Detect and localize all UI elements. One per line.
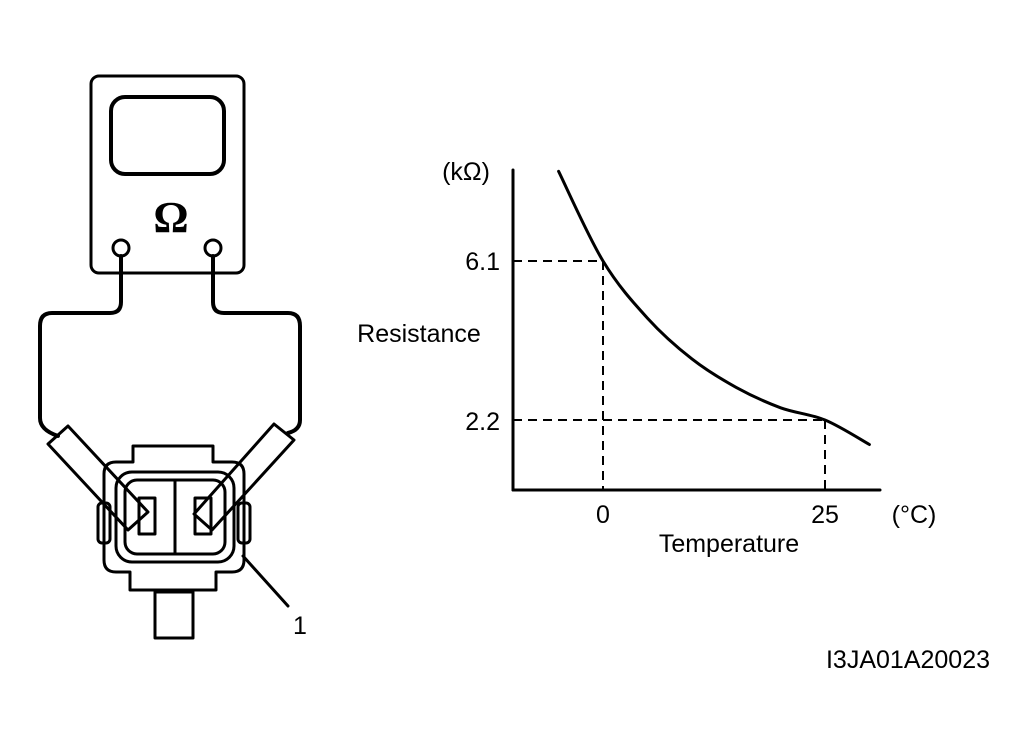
sensor-stem (153, 590, 195, 640)
connector-housing (102, 444, 246, 592)
reference-lines (513, 260, 826, 490)
left-probe (46, 424, 150, 532)
y-axis-label: Resistance (357, 320, 481, 348)
y-unit-label: (kΩ) (442, 158, 490, 186)
meter-terminal-left (111, 238, 131, 258)
x-unit-label: (°C) (892, 501, 937, 529)
callout-leader-line (241, 554, 290, 608)
meter-terminal-right (203, 238, 223, 258)
connector-latch-left (96, 501, 112, 545)
meter-body (89, 74, 246, 275)
x-axis-label: Temperature (659, 530, 799, 558)
meter-display (109, 95, 226, 176)
ohmmeter-icon: Ω (89, 74, 246, 275)
connector-latch-right (236, 501, 252, 545)
resistance-curve (557, 169, 871, 446)
x-tick-label-0: 0 (596, 501, 610, 529)
x-tick-label-25: 25 (811, 501, 839, 529)
callout-number: 1 (293, 612, 307, 640)
resistance-temperature-graph (511, 168, 882, 492)
sensor-connector-icon (96, 444, 290, 640)
right-lead-wire (211, 254, 302, 435)
y-tick-label-6-1: 6.1 (465, 248, 500, 276)
connector-terminal-right (193, 496, 213, 536)
test-leads (38, 254, 302, 532)
connector-terminal-left (137, 496, 157, 536)
meter-ohm-symbol: Ω (153, 193, 188, 242)
figure-code: I3JA01A20023 (826, 646, 990, 674)
left-lead-wire (38, 254, 123, 438)
y-tick-label-2-2: 2.2 (465, 408, 500, 436)
connector-inner-frame (114, 470, 236, 564)
